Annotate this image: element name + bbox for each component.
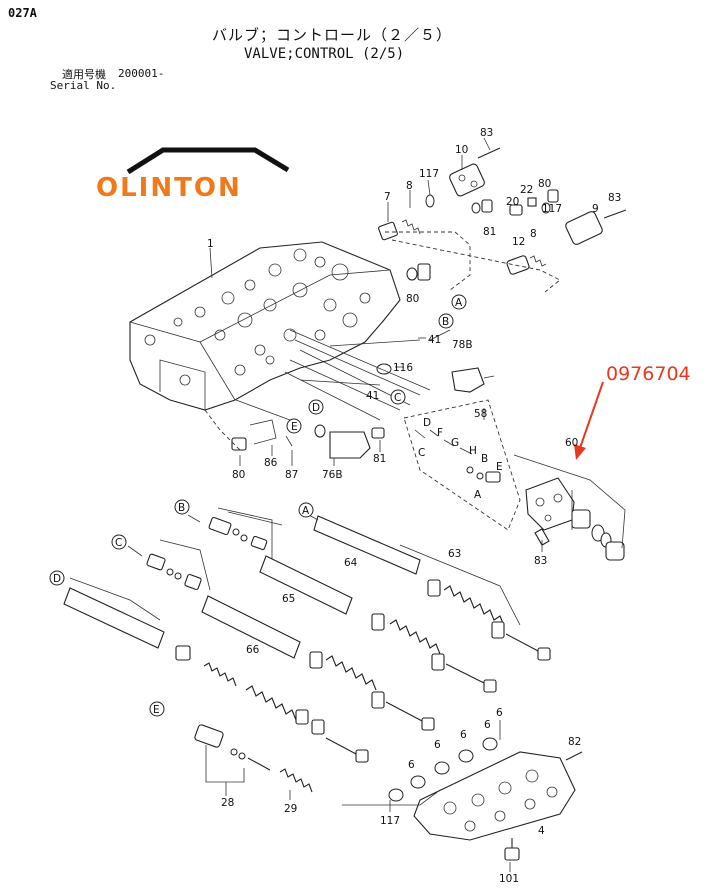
svg-text:10: 10 [455,144,468,156]
valve-body [129,241,401,411]
svg-text:83: 83 [480,127,493,139]
title-japanese: バルブ；コントロール（２／５） [212,26,453,44]
svg-text:82: 82 [568,736,581,748]
svg-text:8: 8 [406,180,413,192]
svg-text:83: 83 [534,555,547,567]
svg-text:E: E [291,421,298,433]
svg-text:64: 64 [344,557,358,569]
spool-66-assembly [175,645,369,763]
spool-letter-labels: D F G H B E C A [418,417,503,501]
svg-text:83: 83 [608,192,621,204]
spring-63 [443,585,505,627]
svg-text:78B: 78B [452,339,473,351]
svg-text:80: 80 [232,469,245,481]
svg-text:116: 116 [393,362,413,374]
svg-text:E: E [496,461,503,473]
brand-logo: OLINTON [96,147,290,203]
svg-text:B: B [442,316,449,328]
page-code: 027A [8,6,37,20]
svg-text:D: D [53,573,61,585]
svg-text:41: 41 [366,390,379,402]
svg-text:6: 6 [408,759,415,771]
svg-text:12: 12 [512,236,525,248]
svg-text:8: 8 [530,228,537,240]
svg-text:F: F [437,427,443,439]
svg-text:117: 117 [542,203,562,215]
svg-text:80: 80 [538,178,551,190]
leader-lines [209,137,573,872]
spool-64-assembly [259,555,497,693]
spool-e-assembly [194,724,313,793]
svg-text:B: B [178,502,185,514]
svg-text:G: G [451,437,459,449]
svg-text:66: 66 [246,644,260,656]
svg-text:D: D [312,402,320,414]
spool-row-b [187,507,283,560]
svg-text:87: 87 [285,469,298,481]
svg-text:A: A [302,505,310,517]
svg-text:86: 86 [264,457,278,469]
svg-text:C: C [418,447,425,459]
svg-text:6: 6 [460,729,467,741]
lower-left-fittings [204,399,385,459]
spool-63-assembly [299,509,551,661]
upper-fittings [376,147,627,393]
serial-label-japanese: 適用号機 [62,68,106,81]
svg-text:H: H [469,445,477,457]
svg-text:1: 1 [207,238,214,250]
svg-text:9: 9 [592,203,599,215]
highlighted-part-number: 0976704 [606,363,691,385]
svg-text:101: 101 [499,873,519,885]
svg-text:6: 6 [496,707,503,719]
svg-text:63: 63 [448,548,461,560]
svg-text:20: 20 [506,196,519,208]
logo-roof-icon [126,147,290,175]
svg-text:7: 7 [384,191,391,203]
end-cover-4 [342,720,583,861]
svg-text:80: 80 [406,293,419,305]
part-callout-numbers: 1 7 8 117 10 83 81 22 80 20 8 117 9 83 1… [207,127,621,885]
svg-text:28: 28 [221,797,234,809]
svg-text:6: 6 [484,719,491,731]
svg-text:4: 4 [538,825,545,837]
highlight-arrow-icon [574,381,604,460]
svg-text:6: 6 [434,739,441,751]
title-english: VALVE;CONTROL (2/5) [244,46,405,62]
svg-text:D: D [423,417,431,429]
svg-text:76B: 76B [322,469,343,481]
svg-text:B: B [481,453,488,465]
svg-text:65: 65 [282,593,295,605]
logo-text: OLINTON [96,173,242,203]
svg-text:117: 117 [380,815,400,827]
svg-text:60: 60 [565,437,578,449]
circled-letter-markers: A B C D E A B C D E [49,294,467,717]
svg-text:A: A [455,297,463,309]
svg-text:117: 117 [419,168,439,180]
spool-row-c [127,539,211,591]
spool-65-assembly [201,595,435,731]
svg-text:81: 81 [373,453,386,465]
svg-text:A: A [474,489,482,501]
spool-d-assembly [63,577,165,649]
svg-text:58: 58 [474,408,487,420]
serial-label-english: Serial No. [50,79,117,92]
svg-text:E: E [153,704,160,716]
svg-text:C: C [394,392,401,404]
serial-value: 200001- [118,67,165,80]
cover-assembly-60 [513,454,626,561]
svg-text:29: 29 [284,803,297,815]
svg-text:81: 81 [483,226,496,238]
svg-text:C: C [115,537,122,549]
svg-text:41: 41 [428,334,441,346]
svg-text:22: 22 [520,184,533,196]
spool-box-58 [403,399,521,531]
